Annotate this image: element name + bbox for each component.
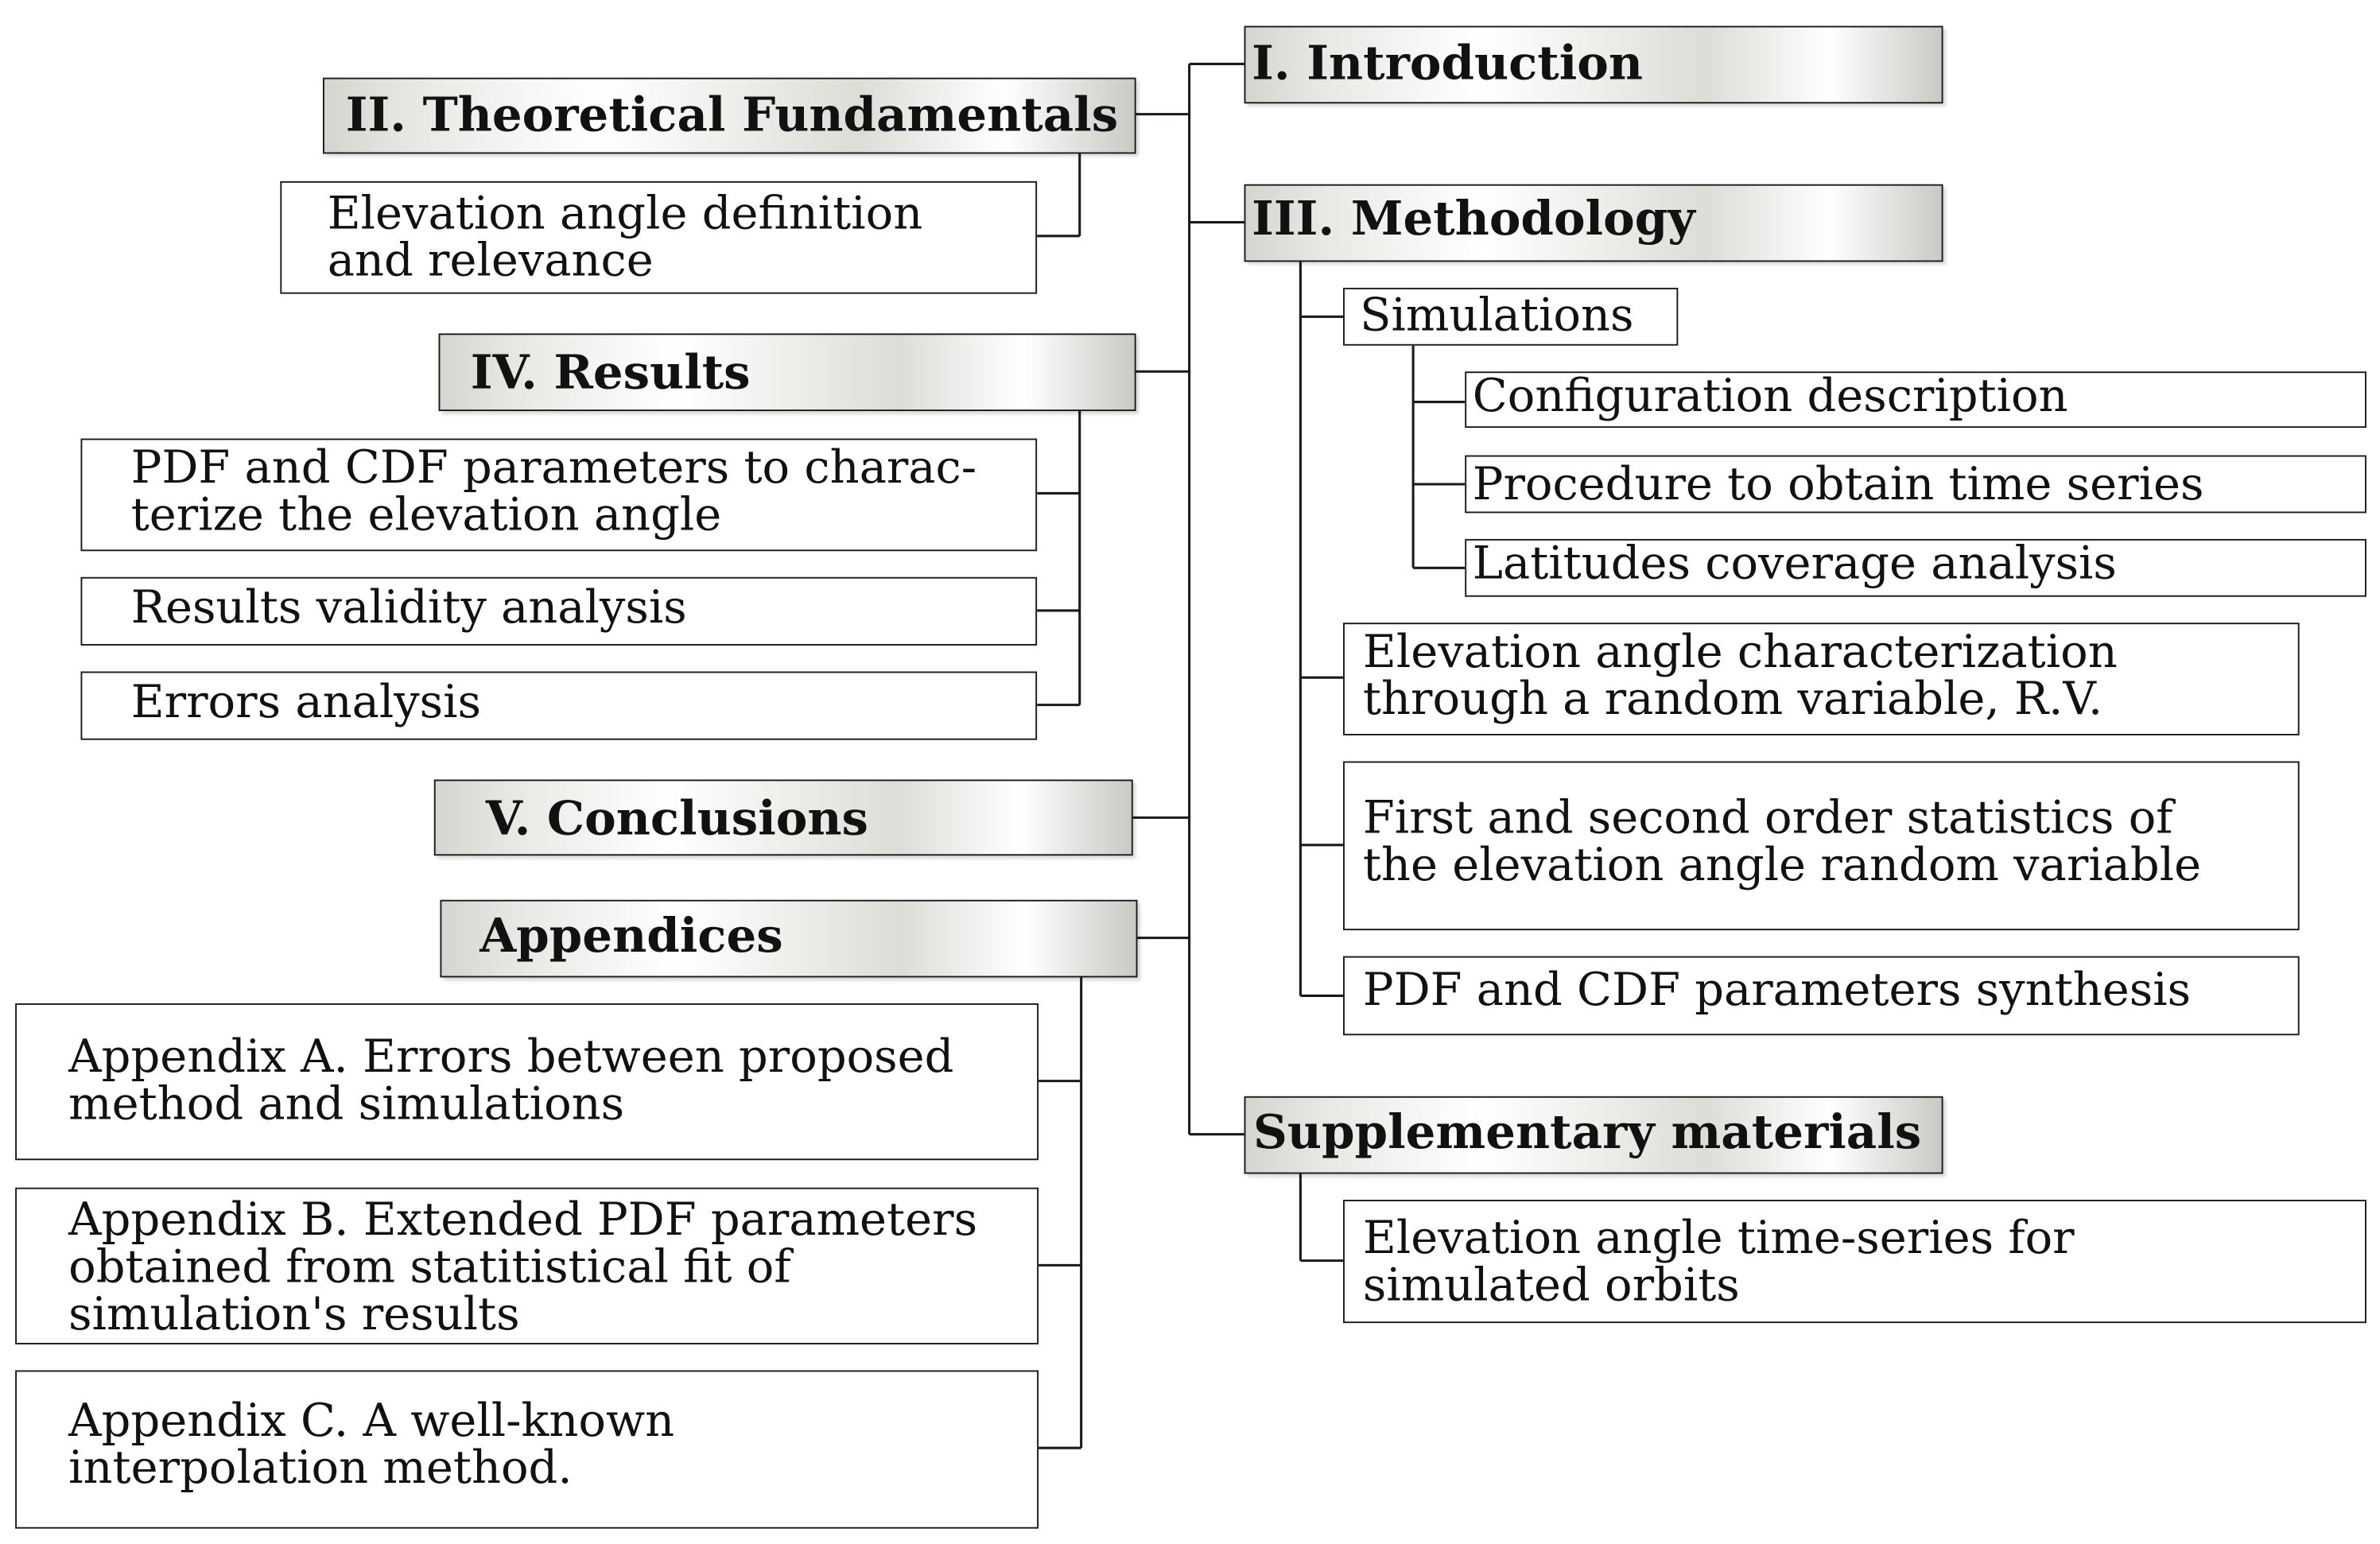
appendix-item-text: Appendix B. Extended PDF parameters obta… (68, 1193, 978, 1342)
supplementary-item-text: Elevation angle time-series for simulate… (1362, 1212, 2075, 1313)
section-introduction-label: I. Introduction (1252, 36, 1644, 91)
section-results: IV. Results (438, 333, 1136, 412)
theoretical-item: Elevation angle definition and relevance (280, 180, 1038, 294)
methodology-simulations-text: Simulations (1360, 289, 1634, 343)
results-item-text: Errors analysis (130, 676, 482, 730)
appendix-item-text: Appendix A. Errors between proposed meth… (68, 1030, 954, 1131)
results-item-text: PDF and CDF parameters to charac- terize… (130, 441, 977, 542)
appendix-item: Appendix B. Extended PDF parameters obta… (15, 1187, 1039, 1344)
simulations-item-text: Procedure to obtain time series (1472, 458, 2204, 512)
methodology-item: First and second order statistics of the… (1343, 761, 2300, 931)
theoretical-item-text: Elevation angle definition and relevance (327, 187, 923, 288)
appendix-item: Appendix C. A well-known interpolation m… (15, 1370, 1039, 1529)
methodology-item-text: PDF and CDF parameters synthesis (1362, 964, 2192, 1018)
appendix-item-text: Appendix C. A well-known interpolation m… (68, 1395, 675, 1496)
section-supplementary-materials: Supplementary materials (1244, 1096, 1943, 1174)
section-appendices: Appendices (440, 899, 1138, 978)
section-results-label: IV. Results (470, 345, 751, 401)
section-conclusions-label: V. Conclusions (485, 791, 868, 847)
simulations-item: Configuration description (1465, 370, 2366, 429)
simulations-item-text: Latitudes coverage analysis (1472, 537, 2117, 592)
methodology-item-text: Elevation angle characterization through… (1362, 626, 2118, 727)
section-methodology-label: III. Methodology (1252, 192, 1695, 247)
simulations-item: Latitudes coverage analysis (1465, 537, 2366, 597)
appendix-item: Appendix A. Errors between proposed meth… (15, 1003, 1039, 1161)
section-methodology: III. Methodology (1244, 184, 1943, 262)
results-item-text: Results validity analysis (130, 581, 687, 635)
section-introduction: I. Introduction (1244, 25, 1943, 104)
methodology-item: Elevation angle characterization through… (1343, 623, 2300, 735)
results-item: Errors analysis (80, 671, 1038, 740)
supplementary-item: Elevation angle time-series for simulate… (1343, 1200, 2366, 1324)
results-item: Results validity analysis (80, 576, 1038, 646)
section-supplementary-materials-label: Supplementary materials (1253, 1105, 1922, 1161)
methodology-item-text: First and second order statistics of the… (1362, 791, 2202, 893)
section-theoretical-fundamentals: II. Theoretical Fundamentals (322, 77, 1136, 154)
results-item: PDF and CDF parameters to charac- terize… (80, 438, 1038, 552)
section-appendices-label: Appendices (479, 909, 783, 964)
section-theoretical-fundamentals-label: II. Theoretical Fundamentals (345, 88, 1119, 144)
methodology-simulations: Simulations (1343, 287, 1679, 346)
simulations-item-text: Configuration description (1472, 370, 2068, 424)
section-conclusions: V. Conclusions (433, 779, 1133, 856)
methodology-item: PDF and CDF parameters synthesis (1343, 956, 2300, 1036)
simulations-item: Procedure to obtain time series (1465, 455, 2366, 514)
